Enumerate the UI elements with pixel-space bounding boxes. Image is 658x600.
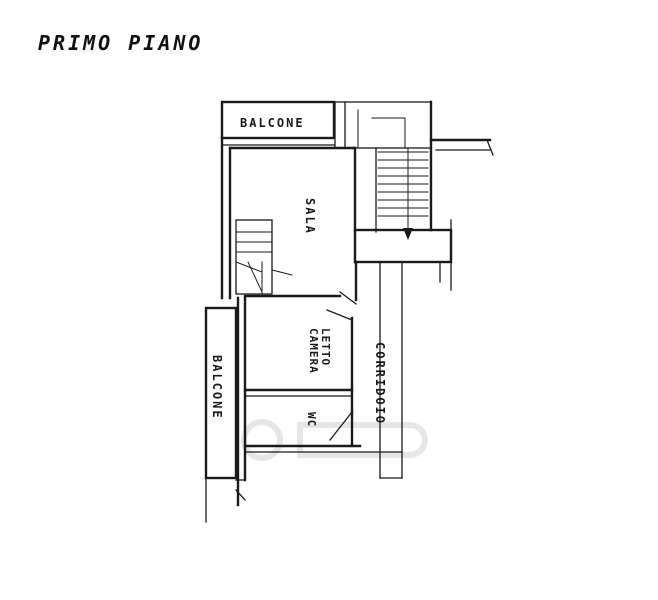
bedroom-walls bbox=[243, 296, 403, 482]
stairwell bbox=[334, 100, 494, 291]
left-balcony-label: BALCONE bbox=[210, 355, 224, 420]
top-balcony: BALCONE bbox=[220, 100, 336, 146]
stair-treads bbox=[375, 147, 429, 233]
letto-label: LETTO bbox=[319, 328, 332, 366]
partition bbox=[243, 260, 358, 305]
corridor bbox=[379, 261, 403, 479]
plan-title: PRIMO PIANO bbox=[38, 31, 203, 55]
left-balcony: BALCONE bbox=[204, 296, 246, 523]
inner-stair bbox=[235, 219, 293, 295]
sala-label: SALA bbox=[303, 198, 317, 235]
wc-label: WC bbox=[305, 412, 318, 427]
outer-walls bbox=[220, 136, 357, 300]
camera-label: CAMERA bbox=[307, 328, 320, 374]
top-balcony-label: BALCONE bbox=[240, 116, 305, 130]
corridoio-label: CORRIDOIO bbox=[373, 342, 387, 425]
